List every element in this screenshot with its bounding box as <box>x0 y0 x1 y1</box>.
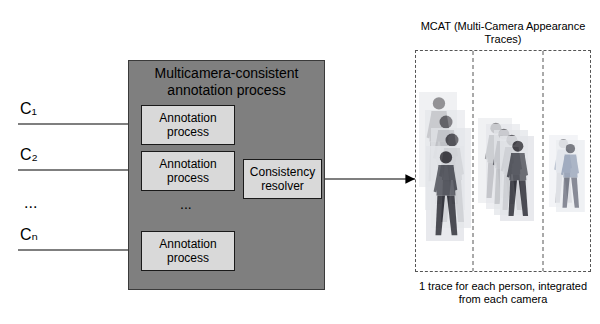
process-box: Annotation process <box>141 151 235 191</box>
annotation-group: Multicamera-consistent annotation proces… <box>128 60 325 290</box>
trace-panel: MCAT (Multi-Camera Appearance Traces)1 t… <box>415 50 591 272</box>
panel-title: MCAT (Multi-Camera Appearance Traces) <box>412 20 594 46</box>
trace-column <box>478 118 534 221</box>
trace-column <box>419 92 471 241</box>
box-label: Annotation process <box>146 111 230 139</box>
ellipsis: ... <box>180 196 192 212</box>
trace-column <box>549 135 585 212</box>
ellipsis: ... <box>24 194 37 212</box>
column-divider <box>473 51 474 271</box>
panel-caption: 1 trace for each person, integrated from… <box>412 280 594 306</box>
input-arrow <box>18 249 140 250</box>
group-title: Multicamera-consistent annotation proces… <box>135 65 318 99</box>
resolver-box: Consistency resolver <box>243 159 322 199</box>
process-box: Annotation process <box>141 105 235 145</box>
box-label: Annotation process <box>146 237 230 265</box>
camera-label: C₁ <box>20 100 37 118</box>
camera-label: C₂ <box>20 146 38 164</box>
person-frame <box>556 140 585 212</box>
person-frame <box>500 136 534 221</box>
person-frame <box>426 146 464 241</box>
camera-label: Cₙ <box>20 226 38 244</box>
column-divider <box>543 51 544 271</box>
input-arrow <box>18 169 140 170</box>
box-label: Consistency resolver <box>248 165 317 193</box>
input-arrow <box>18 123 140 124</box>
flow-arrow <box>322 178 415 179</box>
process-box: Annotation process <box>141 231 235 271</box>
box-label: Annotation process <box>146 157 230 185</box>
